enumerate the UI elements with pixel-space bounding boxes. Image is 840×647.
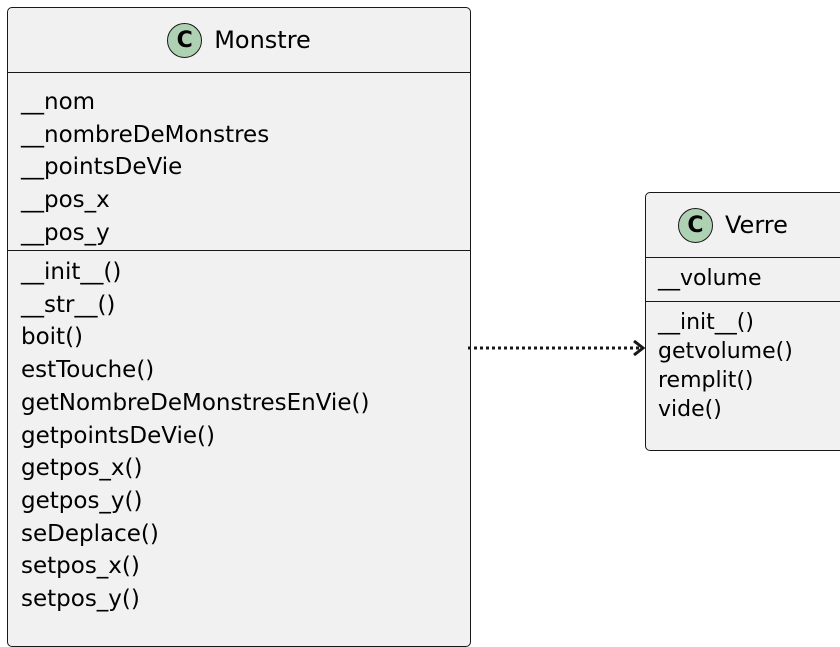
- methods-section: __init__() __str__() boit() estTouche() …: [8, 251, 470, 616]
- methods-section: __init__() getvolume() remplit() vide(): [646, 302, 840, 424]
- method: __str__(): [21, 291, 116, 318]
- field: __nom: [21, 89, 96, 115]
- method: getpos_x(): [21, 455, 143, 482]
- method: vide(): [658, 397, 722, 422]
- class-monstre: C Monstre __nom __nombreDeMonstres __poi…: [7, 7, 471, 647]
- class-header: C Monstre: [8, 8, 470, 73]
- method: getpointsDeVie(): [21, 422, 215, 449]
- dependency-arrow: [468, 339, 646, 357]
- method: setpos_y(): [21, 586, 140, 613]
- method: seDeplace(): [21, 520, 159, 547]
- class-name: Verre: [725, 211, 788, 239]
- method: remplit(): [658, 368, 754, 393]
- class-header: C Verre: [646, 193, 840, 258]
- fields-section: __nom __nombreDeMonstres __pointsDeVie _…: [8, 73, 470, 251]
- arrowhead-icon: [633, 339, 646, 357]
- method: estTouche(): [21, 357, 155, 384]
- field: __volume: [658, 266, 762, 291]
- field: __pos_x: [21, 187, 110, 214]
- method: __init__(): [21, 259, 122, 285]
- class-stereotype-icon: C: [167, 22, 203, 58]
- class-verre: C Verre __volume __init__() getvolume() …: [645, 192, 840, 451]
- method: getNombreDeMonstresEnVie(): [21, 389, 370, 416]
- class-stereotype-icon: C: [678, 207, 713, 243]
- method: __init__(): [658, 310, 754, 335]
- method: setpos_x(): [21, 553, 140, 580]
- field: __pos_y: [21, 219, 110, 246]
- field: __nombreDeMonstres: [21, 121, 270, 148]
- class-name: Monstre: [214, 26, 311, 54]
- method: getpos_y(): [21, 487, 143, 514]
- fields-section: __volume: [646, 258, 840, 302]
- method: boit(): [21, 324, 84, 351]
- field: __pointsDeVie: [21, 154, 183, 181]
- method: getvolume(): [658, 339, 793, 364]
